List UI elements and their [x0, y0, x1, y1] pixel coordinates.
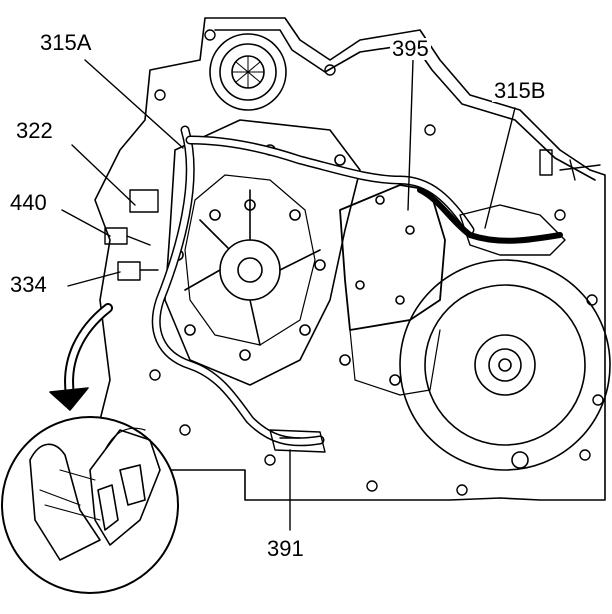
wiring-harness: [151, 125, 563, 447]
case-outline: [94, 17, 606, 501]
valve-body-395: [339, 184, 446, 396]
callout-391: 391: [265, 536, 306, 561]
leader-lines: [61, 59, 516, 531]
left-connectors: [104, 189, 159, 281]
case-bolts: [149, 29, 604, 496]
connector-315b: [459, 149, 601, 256]
callout-322: 322: [14, 118, 55, 143]
callout-395: 395: [390, 36, 431, 61]
detail-arrow: [49, 303, 113, 411]
detail-inset: [1, 416, 179, 594]
callout-440: 440: [8, 190, 49, 215]
valve-body-left: [164, 119, 361, 386]
callout-334: 334: [8, 272, 49, 297]
callout-315b: 315B: [492, 78, 548, 103]
callout-315a: 315A: [38, 30, 94, 55]
input-shaft-seal: [209, 33, 287, 111]
output-drum: [399, 259, 611, 471]
connector-391: [269, 429, 326, 453]
